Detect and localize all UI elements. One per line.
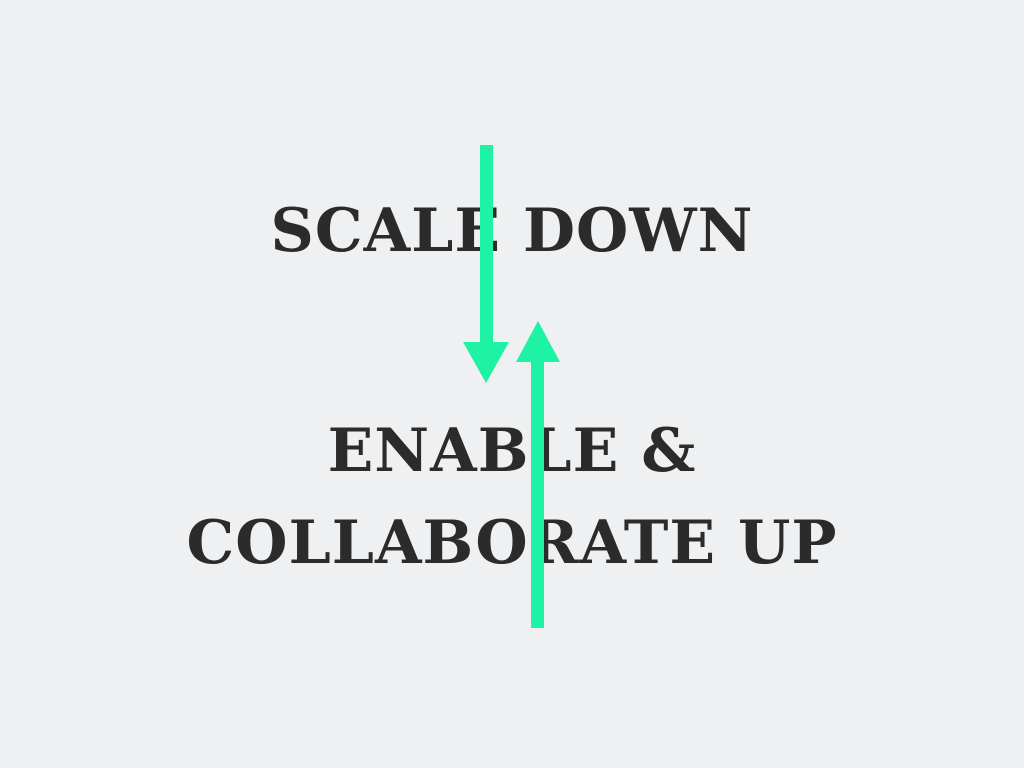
arrow-up-icon: [516, 321, 560, 628]
enable-heading-line: ENABLE &: [327, 416, 697, 486]
arrow-down-icon: [463, 145, 509, 383]
collaborate-up-heading-line: COLLABORATE UP: [186, 508, 838, 578]
scale-down-heading: SCALE DOWN: [270, 196, 754, 266]
enable-collaborate-heading: ENABLE & COLLABORATE UP: [0, 405, 1024, 589]
